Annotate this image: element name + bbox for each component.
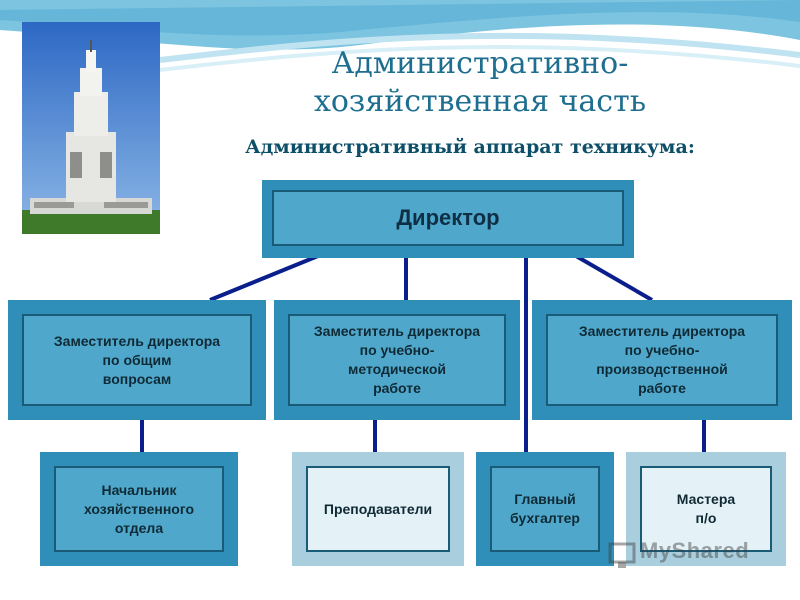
staff-accountant-box: Главный бухгалтер: [476, 452, 614, 566]
staff-masters-label: Мастера п/о: [676, 491, 736, 526]
wave-background: [0, 0, 800, 72]
building-photo: [22, 22, 160, 234]
staff-head-economic-label: Начальник хозяйственного отдела: [83, 481, 195, 536]
staff-masters-box: Мастера п/о: [626, 452, 786, 566]
watermark-text: MyShared: [640, 538, 750, 563]
deputy-general-label: Заместитель директора по общим вопросам: [53, 332, 221, 387]
staff-teachers-label: Преподаватели: [323, 500, 433, 517]
deputy-general-box: Заместитель директора по общим вопросам: [8, 300, 266, 420]
watermark-logo-icon: [608, 542, 636, 568]
connector-director-deputy-1: [209, 254, 319, 302]
staff-teachers-box: Преподаватели: [292, 452, 464, 566]
deputy-methodical-label: Заместитель директора по учебно- методич…: [313, 323, 481, 396]
deputy-methodical-box: Заместитель директора по учебно- методич…: [274, 300, 520, 420]
staff-head-economic-box: Начальник хозяйственного отдела: [40, 452, 238, 566]
page-title-line-2: хозяйственная часть: [313, 84, 647, 119]
connector-director-deputy-3: [574, 254, 654, 302]
deputy-production-box: Заместитель директора по учебно- произво…: [532, 300, 792, 420]
page-subtitle: Административный аппарат техникума:: [245, 136, 695, 158]
page-title-line-1: Административно-: [331, 46, 629, 81]
deputy-production-label: Заместитель директора по учебно- произво…: [578, 323, 746, 396]
staff-accountant-label: Главный бухгалтер: [510, 491, 580, 526]
director-label: Директор: [396, 205, 500, 230]
director-box: Директор: [262, 180, 634, 258]
